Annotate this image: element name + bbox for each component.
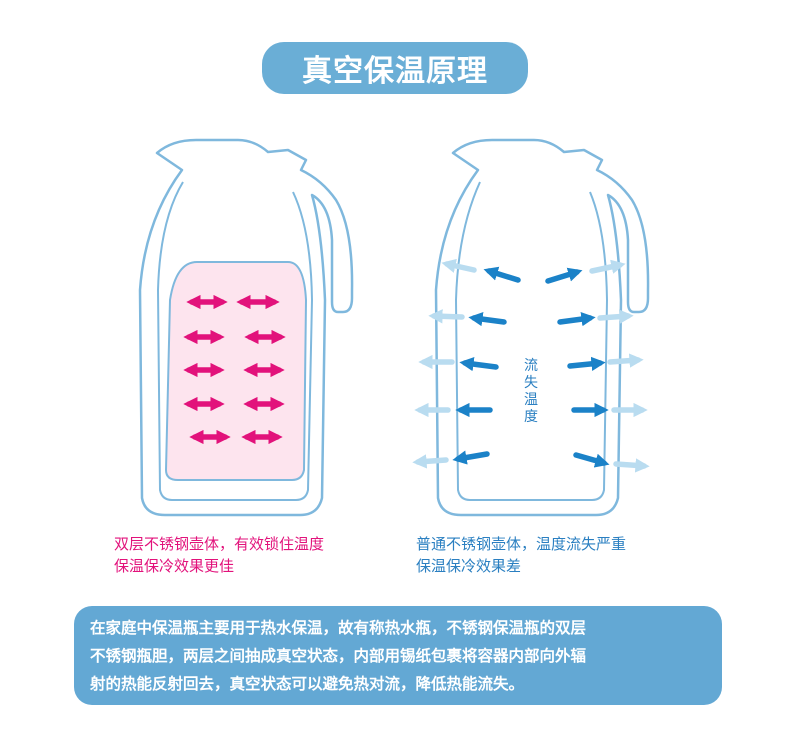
svg-text:失: 失 xyxy=(524,375,538,391)
page-title: 真空保温原理 xyxy=(302,54,488,89)
svg-text:温: 温 xyxy=(524,392,538,408)
left-flask-caption: 双层不锈钢壶体，有效锁住温度 保温保冷效果更佳 xyxy=(114,533,324,577)
right-caption-line-2: 保温保冷效果差 xyxy=(416,557,522,575)
left-flask xyxy=(138,138,354,517)
info-line-1: 在家庭中保温瓶主要用于热水保温，故有称热水瓶，不锈钢保温瓶的双层 xyxy=(90,619,587,637)
right-flask: 流 失 温 度 xyxy=(412,138,650,517)
title-banner: 真空保温原理 xyxy=(262,42,528,94)
left-flask-inner-wall xyxy=(157,181,313,501)
svg-text:度: 度 xyxy=(524,409,538,425)
info-paragraph: 在家庭中保温瓶主要用于热水保温，故有称热水瓶，不锈钢保温瓶的双层 不锈钢瓶胆，两… xyxy=(90,614,710,698)
right-flask-inner-wall xyxy=(455,181,608,501)
right-caption-line-1: 普通不锈钢壶体，温度流失严重 xyxy=(416,535,627,553)
info-line-3: 射的热能反射回去，真空状态可以避免热对流，降低热能流失。 xyxy=(90,675,525,693)
left-flask-vacuum-chamber xyxy=(164,261,308,481)
left-caption-line-2: 保温保冷效果更佳 xyxy=(114,557,235,575)
left-caption-line-1: 双层不锈钢壶体，有效锁住温度 xyxy=(114,535,325,553)
right-heat-loss-arrows xyxy=(412,258,650,473)
right-flask-vertical-label: 流 失 温 度 xyxy=(524,358,538,425)
illustration: 流 失 温 度 xyxy=(138,138,650,517)
right-flask-outline xyxy=(434,138,650,517)
right-flask-caption: 普通不锈钢壶体，温度流失严重 保温保冷效果差 xyxy=(416,533,626,577)
left-heat-arrows xyxy=(183,294,286,445)
info-box: 在家庭中保温瓶主要用于热水保温，故有称热水瓶，不锈钢保温瓶的双层 不锈钢瓶胆，两… xyxy=(74,606,722,705)
left-flask-outline xyxy=(138,138,354,517)
svg-text:流: 流 xyxy=(524,358,538,374)
info-line-2: 不锈钢瓶胆，两层之间抽成真空状态，内部用锡纸包裹将容器内部向外辐 xyxy=(90,647,587,665)
